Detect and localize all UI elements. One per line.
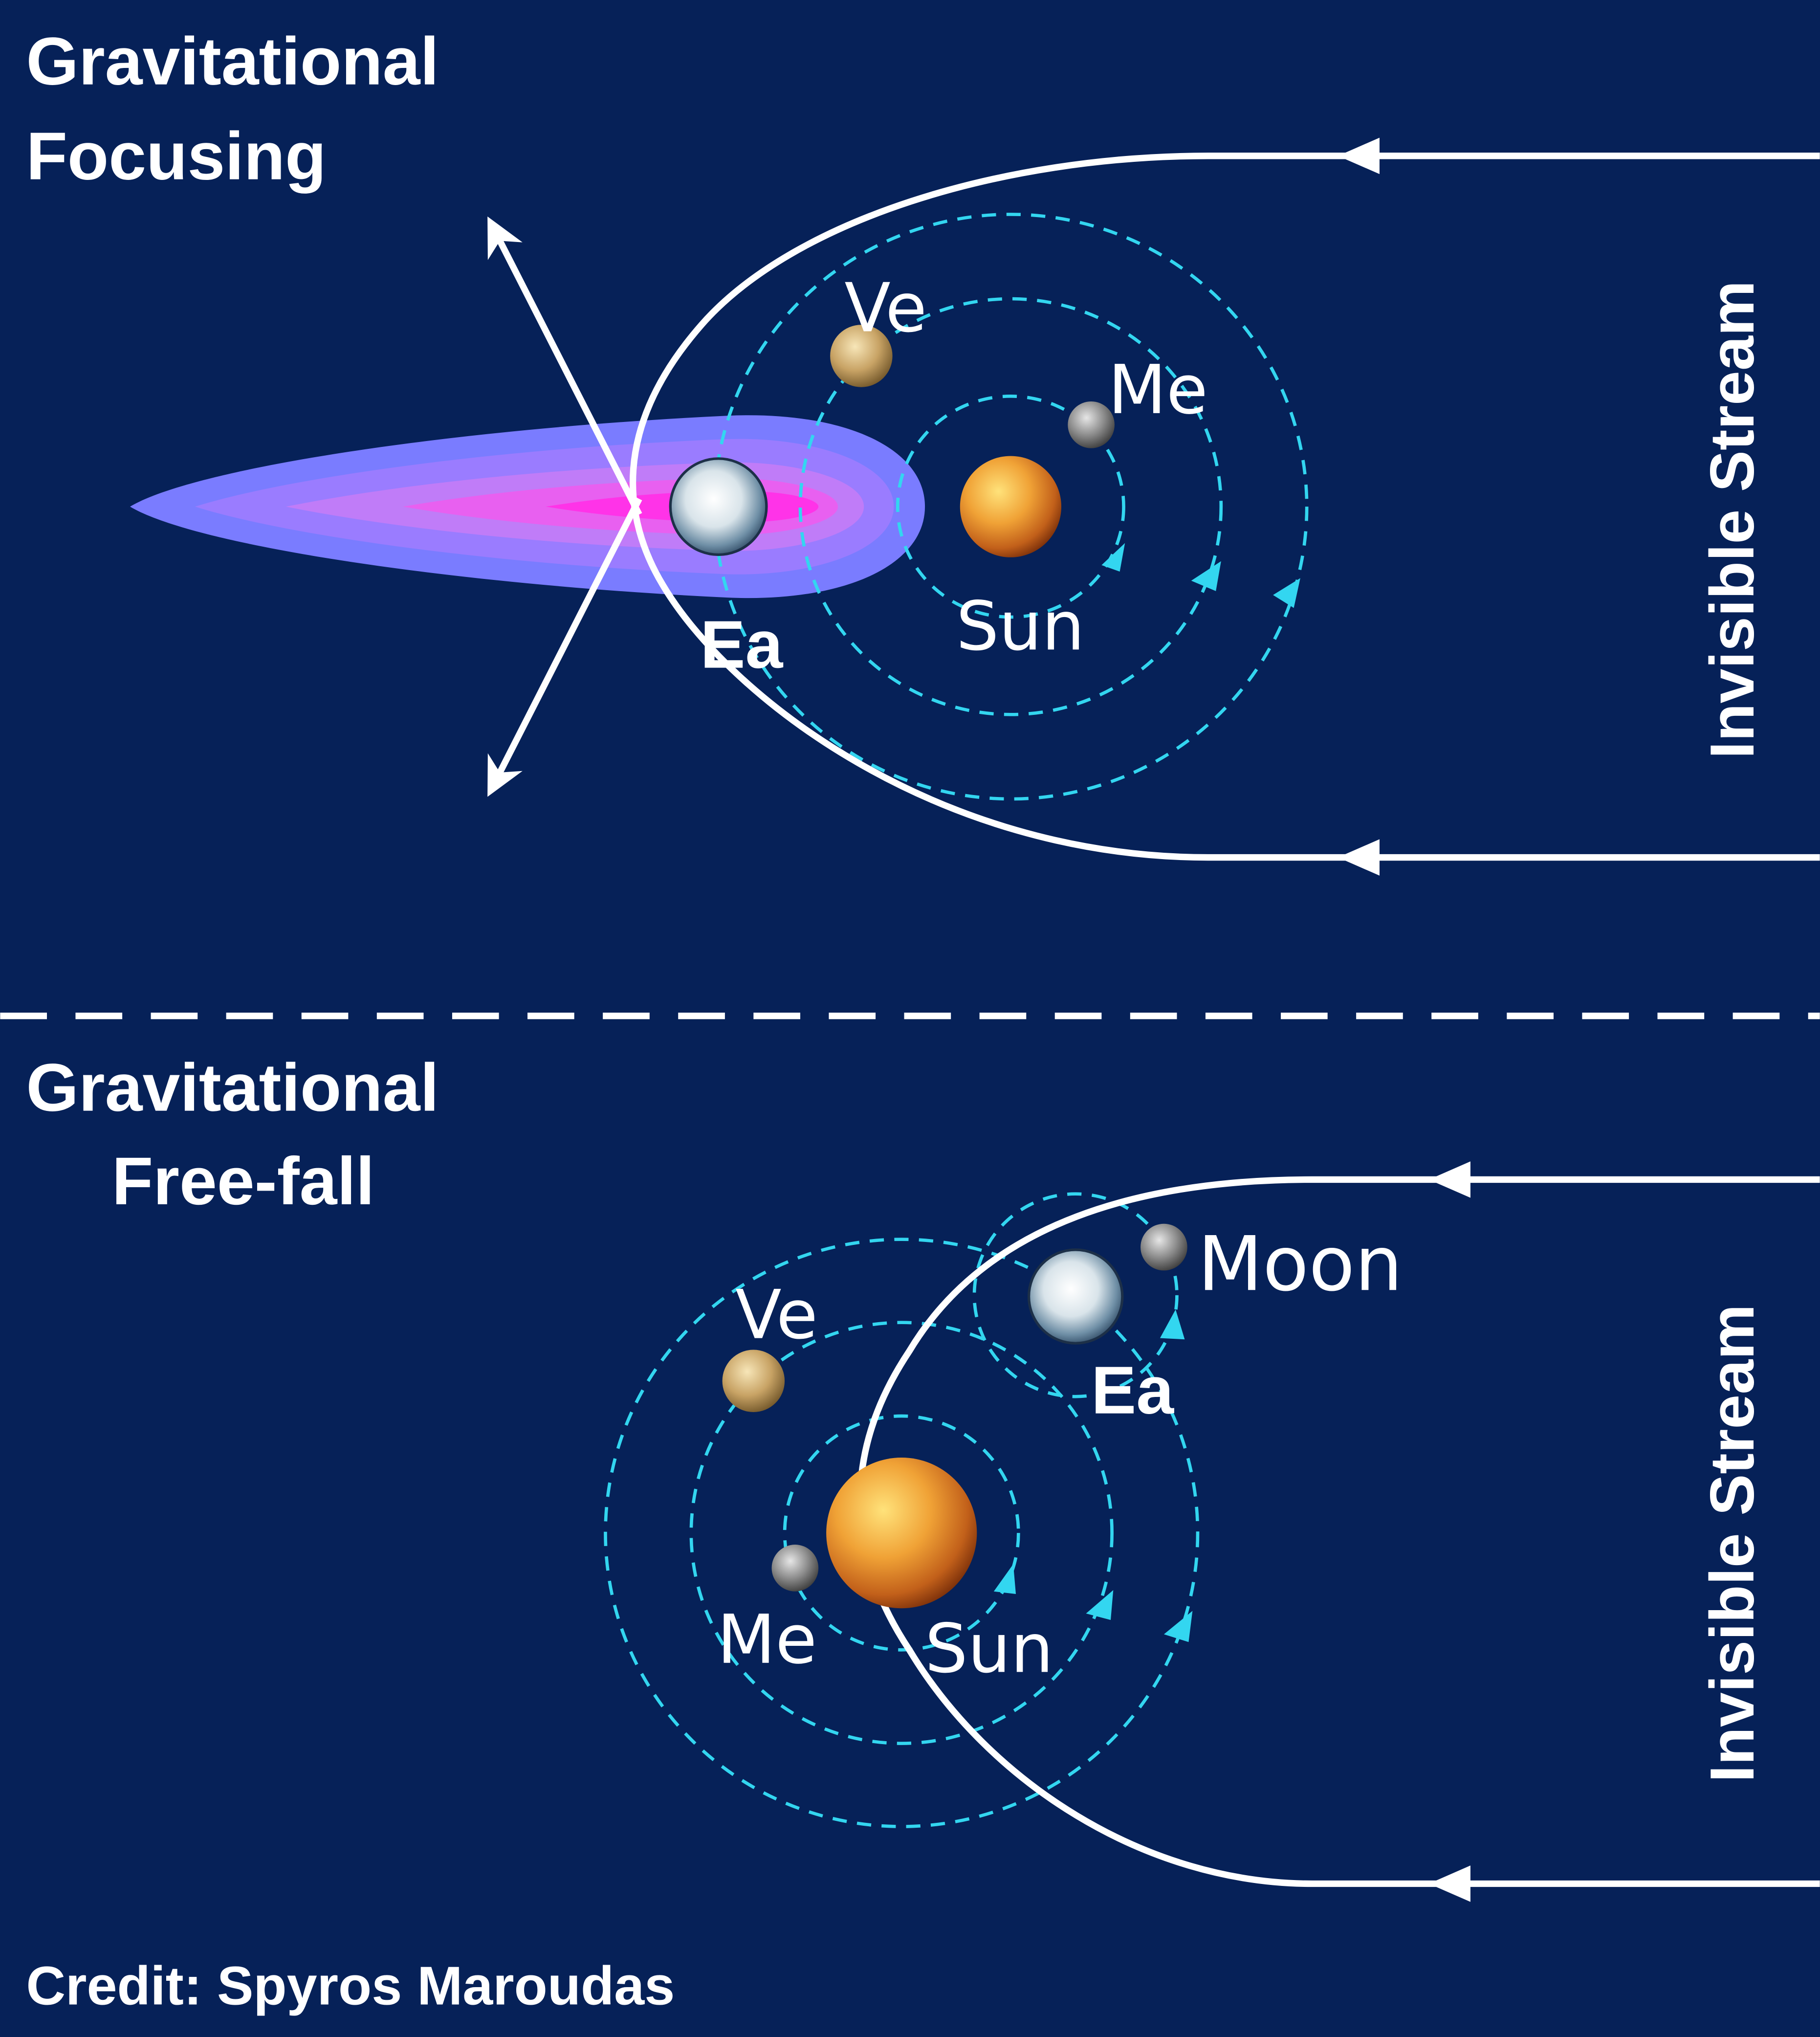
- top-title-line2: Focusing: [26, 119, 326, 194]
- orbit-arrow-icon: [1160, 1309, 1185, 1340]
- top-label-sun: Sun: [956, 587, 1085, 665]
- top-title-line1: Gravitational: [26, 24, 439, 99]
- bottom-stream-arrows: [1428, 1161, 1470, 1902]
- top-orbit-arrows: [1101, 543, 1300, 608]
- mercury-orbit: [783, 1414, 1020, 1652]
- deflection-arrow-down: [487, 497, 642, 797]
- bottom-title-line1: Gravitational: [26, 1050, 439, 1126]
- top-stream-arrows: [1338, 137, 1380, 876]
- mercury-orbit: [896, 395, 1125, 619]
- mercury-icon: [771, 1545, 819, 1592]
- orbit-arrow-icon: [1086, 1590, 1114, 1620]
- bottom-label-mercury: Me: [717, 1600, 817, 1679]
- bottom-stream-label: Invisible Stream: [1698, 1304, 1767, 1782]
- venus-orbit: [689, 1321, 1114, 1745]
- orbit-arrow-icon: [1163, 1611, 1193, 1642]
- earth-icon: [669, 457, 768, 556]
- moon-icon: [1140, 1223, 1187, 1271]
- top-stream-label: Invisible Stream: [1698, 281, 1767, 759]
- top-label-venus: Ve: [844, 269, 927, 348]
- bottom-label-sun: Sun: [925, 1609, 1053, 1688]
- focus-cone: [130, 415, 925, 598]
- top-label-mercury: Me: [1108, 351, 1208, 429]
- stream-arrow-icon: [1338, 839, 1380, 876]
- stream-arrow-icon: [1428, 1865, 1470, 1902]
- earth-icon: [1027, 1248, 1124, 1345]
- deflection-arrow-up: [487, 216, 642, 516]
- top-panel: Gravitational Focusing: [26, 24, 1820, 876]
- orbit-arrow-icon: [1101, 543, 1125, 572]
- earth-orbit: [604, 1238, 1200, 1828]
- bottom-label-venus: Ve: [735, 1276, 818, 1354]
- mercury-icon: [1068, 401, 1115, 448]
- sun-icon: [960, 456, 1062, 557]
- venus-icon: [722, 1350, 785, 1413]
- bottom-title-line2: Free-fall: [112, 1144, 374, 1219]
- bottom-label-earth: Ea: [1091, 1353, 1174, 1428]
- bottom-orbit-arrows: [993, 1309, 1193, 1642]
- deflection-arrows: [487, 216, 642, 797]
- stream-arrow-icon: [1338, 137, 1380, 175]
- orbit-arrow-icon: [1273, 578, 1300, 608]
- credit-text: Credit: Spyros Maroudas: [26, 1955, 675, 2016]
- bottom-panel: Gravitational Free-fall Ve: [26, 1050, 1820, 1902]
- bottom-label-moon: Moon: [1198, 1220, 1403, 1308]
- stream-arrow-icon: [1428, 1161, 1470, 1198]
- venus-orbit: [798, 297, 1223, 716]
- top-label-earth: Ea: [700, 607, 783, 683]
- venus-icon: [830, 325, 893, 387]
- top-stream-path: [629, 153, 1820, 861]
- sun-icon: [826, 1458, 977, 1609]
- orbit-arrow-icon: [1191, 561, 1221, 591]
- orbit-arrow-icon: [993, 1564, 1016, 1594]
